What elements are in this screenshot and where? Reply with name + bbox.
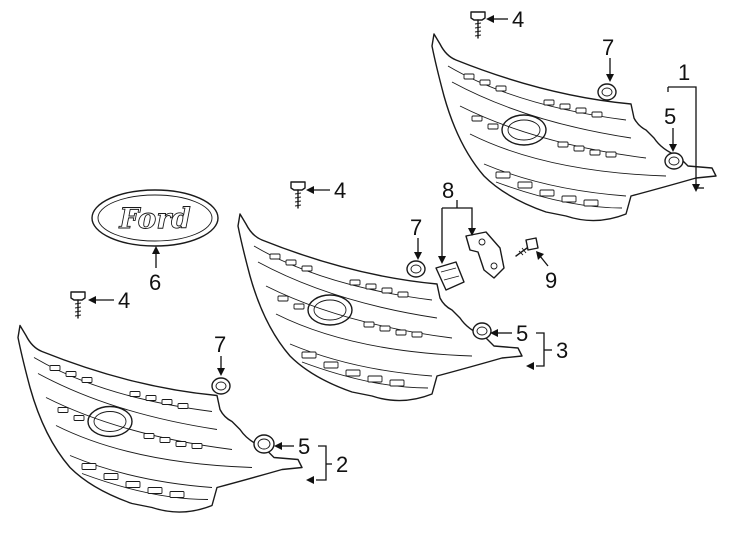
callout-7-top: 7 bbox=[602, 35, 614, 60]
seal-top bbox=[664, 152, 684, 170]
grille-assembly-bottom bbox=[17, 324, 303, 513]
grommet-middle bbox=[406, 260, 426, 278]
callout-1: 1 bbox=[678, 60, 690, 85]
callout-4-middle: 4 bbox=[334, 178, 346, 203]
callout-9: 9 bbox=[545, 268, 557, 293]
clip-left bbox=[70, 291, 86, 319]
clip-top bbox=[470, 11, 486, 39]
bracket-left bbox=[435, 261, 465, 291]
callout-2: 2 bbox=[336, 452, 348, 477]
callout-5-bottom: 5 bbox=[298, 434, 310, 459]
callout-3: 3 bbox=[556, 338, 568, 363]
callout-5-top: 5 bbox=[664, 104, 676, 129]
callout-6: 6 bbox=[149, 270, 161, 295]
callout-7-left: 7 bbox=[214, 332, 226, 357]
clip-middle bbox=[290, 181, 306, 209]
leaders bbox=[88, 15, 704, 484]
grommet-top bbox=[597, 83, 617, 101]
bolt bbox=[515, 237, 539, 257]
grommet-left bbox=[211, 377, 231, 395]
callout-4-top: 4 bbox=[512, 7, 524, 32]
callout-5-middle: 5 bbox=[516, 321, 528, 346]
callout-8: 8 bbox=[442, 178, 454, 203]
callout-4-left: 4 bbox=[118, 288, 130, 313]
emblem-text: Ford bbox=[118, 202, 190, 235]
seal-middle bbox=[472, 322, 492, 340]
callout-7-middle: 7 bbox=[410, 215, 422, 240]
bracket-right bbox=[465, 231, 505, 279]
seal-bottom bbox=[253, 434, 275, 454]
ford-emblem: Ford bbox=[91, 189, 219, 247]
